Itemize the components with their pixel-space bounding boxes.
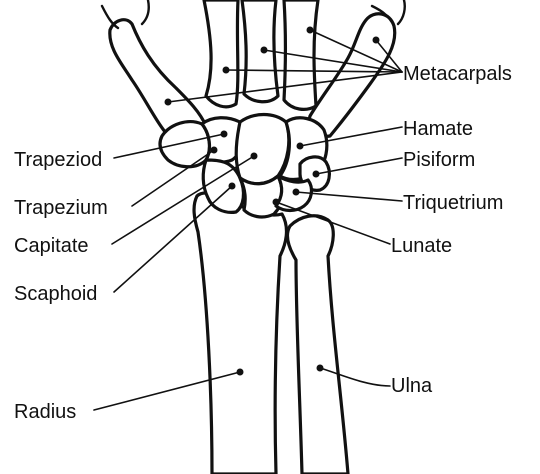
label-trapezium: Trapezium	[14, 197, 108, 219]
label-capitate: Capitate	[14, 235, 89, 257]
label-lunate: Lunate	[391, 235, 452, 257]
label-trapeziod: Trapeziod	[14, 149, 102, 171]
trapezium-bone	[160, 122, 209, 167]
metacarpal-2	[204, 0, 238, 107]
label-ulna: Ulna	[391, 375, 433, 397]
ulna-bone	[288, 216, 348, 474]
label-metacarpals: Metacarpals	[403, 63, 512, 85]
label-scaphoid: Scaphoid	[14, 283, 97, 305]
lunate-bone	[240, 176, 282, 217]
label-pisiform: Pisiform	[403, 149, 475, 171]
radius-bone	[194, 193, 286, 474]
label-triquetrium: Triquetrium	[403, 192, 503, 214]
label-radius: Radius	[14, 401, 76, 423]
label-hamate: Hamate	[403, 118, 473, 140]
